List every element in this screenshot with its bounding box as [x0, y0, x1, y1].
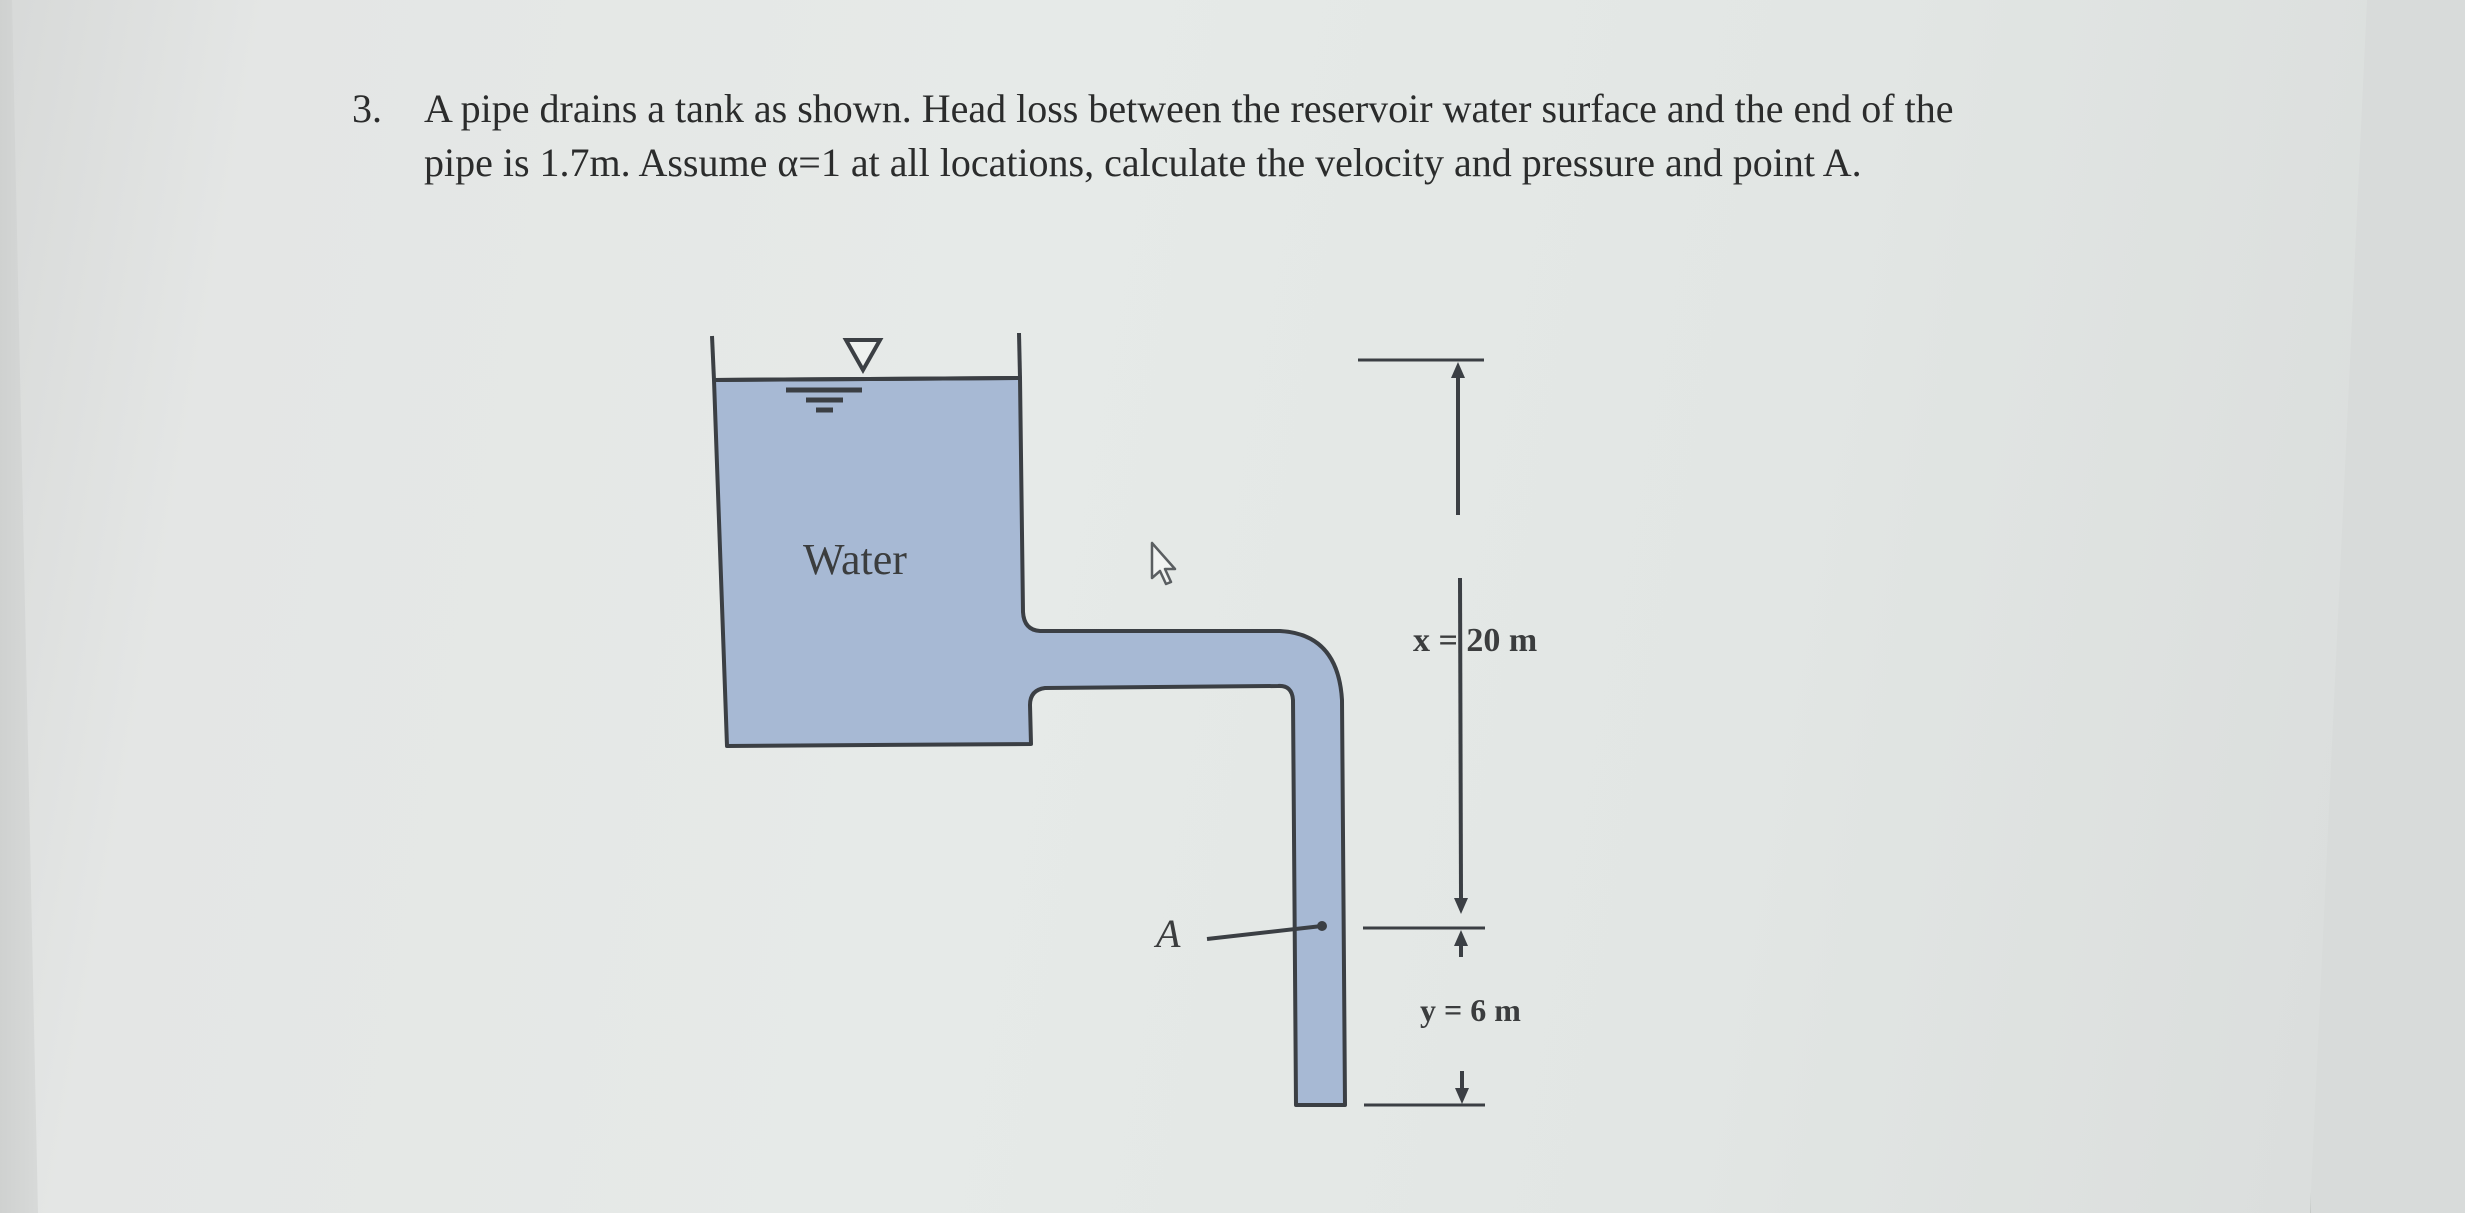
x-dimension-label: x = 20 m	[1413, 622, 1538, 659]
tank-label: Water	[803, 535, 907, 584]
problem-text: A pipe drains a tank as shown. Head loss…	[424, 86, 1954, 185]
tank-right-wall-top	[1017, 332, 1022, 379]
point-a-label: A	[1156, 911, 1181, 956]
water-surface-line	[713, 376, 1021, 382]
tank-left-wall-top	[710, 335, 716, 381]
y-dimension-label: y = 6 m	[1420, 992, 1521, 1028]
x-dimension	[1358, 358, 1485, 930]
mouse-pointer-icon	[1150, 541, 1177, 586]
problem-number: 3.	[352, 86, 382, 131]
point-a-leader	[1206, 924, 1323, 941]
problem-statement: 3. A pipe drains a tank as shown. Head l…	[352, 82, 2032, 190]
point-a-marker	[1317, 921, 1327, 931]
water-body	[712, 376, 1347, 1107]
y-dimension	[1364, 930, 1485, 1107]
water-surface-triangle-icon	[786, 338, 884, 413]
